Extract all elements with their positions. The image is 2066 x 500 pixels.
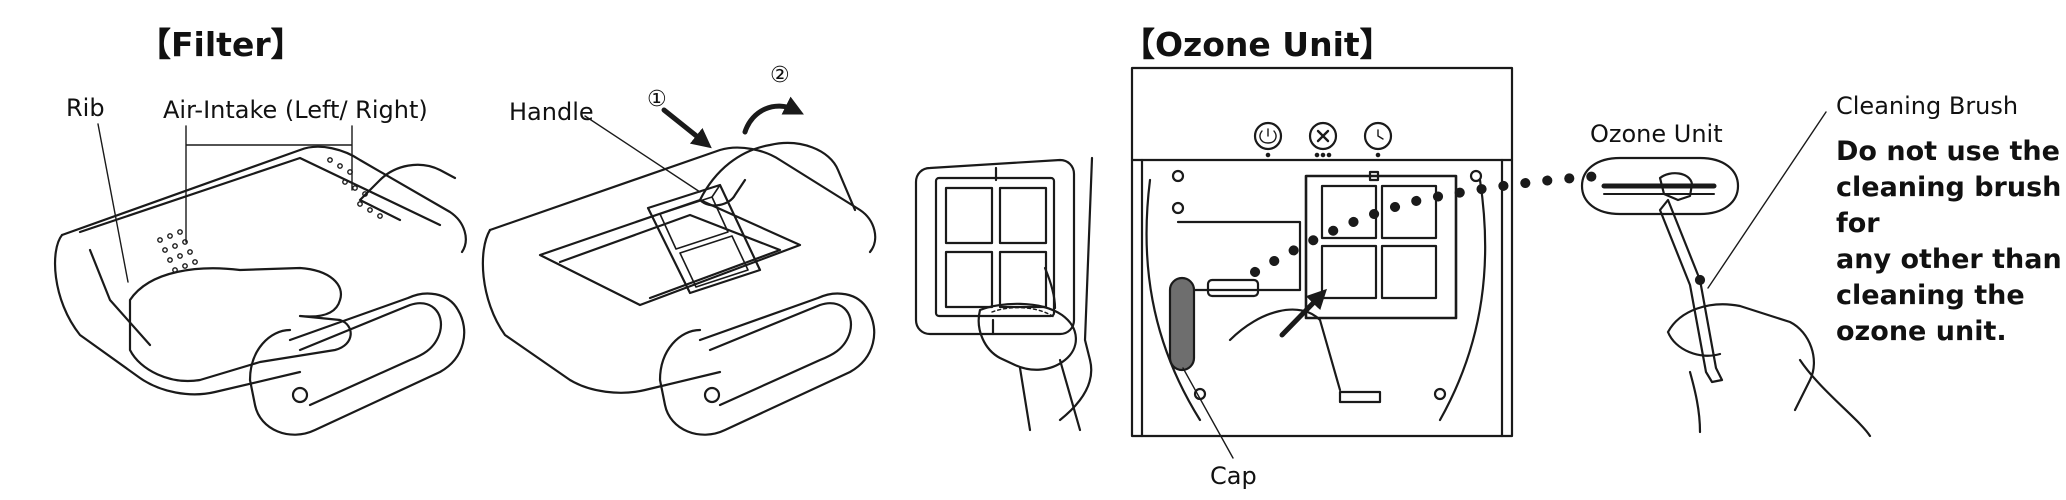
filter-section-title: 【Filter】 bbox=[138, 25, 304, 64]
dotted-connector bbox=[1250, 171, 1605, 277]
filter-closeup-illustration bbox=[914, 156, 1094, 432]
ozone-unit-label: Ozone Unit bbox=[1590, 120, 1723, 148]
cleaning-brush-leader bbox=[1707, 111, 1827, 289]
step-2-marker: ② bbox=[770, 63, 790, 88]
ozone-section-title: 【Ozone Unit】 bbox=[1122, 25, 1393, 64]
arrow-icon bbox=[661, 107, 712, 149]
ozone-housing-illustration bbox=[1130, 66, 1605, 459]
air-intake-label: Air-Intake (Left/ Right) bbox=[163, 96, 428, 124]
curved-arrow-icon bbox=[742, 96, 804, 135]
filter-cartridge bbox=[646, 183, 762, 295]
hand-icon bbox=[977, 302, 1077, 371]
filter-removal-illustration bbox=[481, 96, 877, 436]
hand-icon bbox=[128, 266, 352, 383]
air-intake-vents bbox=[157, 157, 383, 273]
handle-leader bbox=[584, 115, 701, 193]
ozone-unit-brush-illustration bbox=[1580, 111, 1872, 438]
rib-label: Rib bbox=[66, 94, 105, 122]
ozone-cap bbox=[1168, 276, 1196, 372]
handle-label: Handle bbox=[509, 98, 594, 126]
air-intake-bracket bbox=[185, 125, 353, 243]
cap-leader bbox=[1182, 367, 1234, 459]
hand-icon bbox=[1666, 303, 1872, 438]
cleaning-brush-label: Cleaning Brush bbox=[1836, 92, 2019, 120]
cap-label: Cap bbox=[1210, 462, 1257, 490]
timer-icon bbox=[1363, 121, 1393, 151]
brush-warning-text: Do not use the cleaning brush for any ot… bbox=[1836, 136, 2062, 347]
cleaning-brush-icon bbox=[1658, 172, 1694, 202]
step-1-marker: ① bbox=[647, 87, 667, 112]
hand-icon bbox=[698, 141, 857, 212]
fan-icon bbox=[1308, 121, 1338, 151]
ozone-unit-capsule bbox=[1580, 156, 1740, 216]
power-icon bbox=[1253, 121, 1283, 151]
arrow-icon bbox=[1279, 288, 1327, 338]
rib-leader bbox=[97, 123, 129, 283]
purifier-intake-illustration bbox=[53, 123, 467, 436]
